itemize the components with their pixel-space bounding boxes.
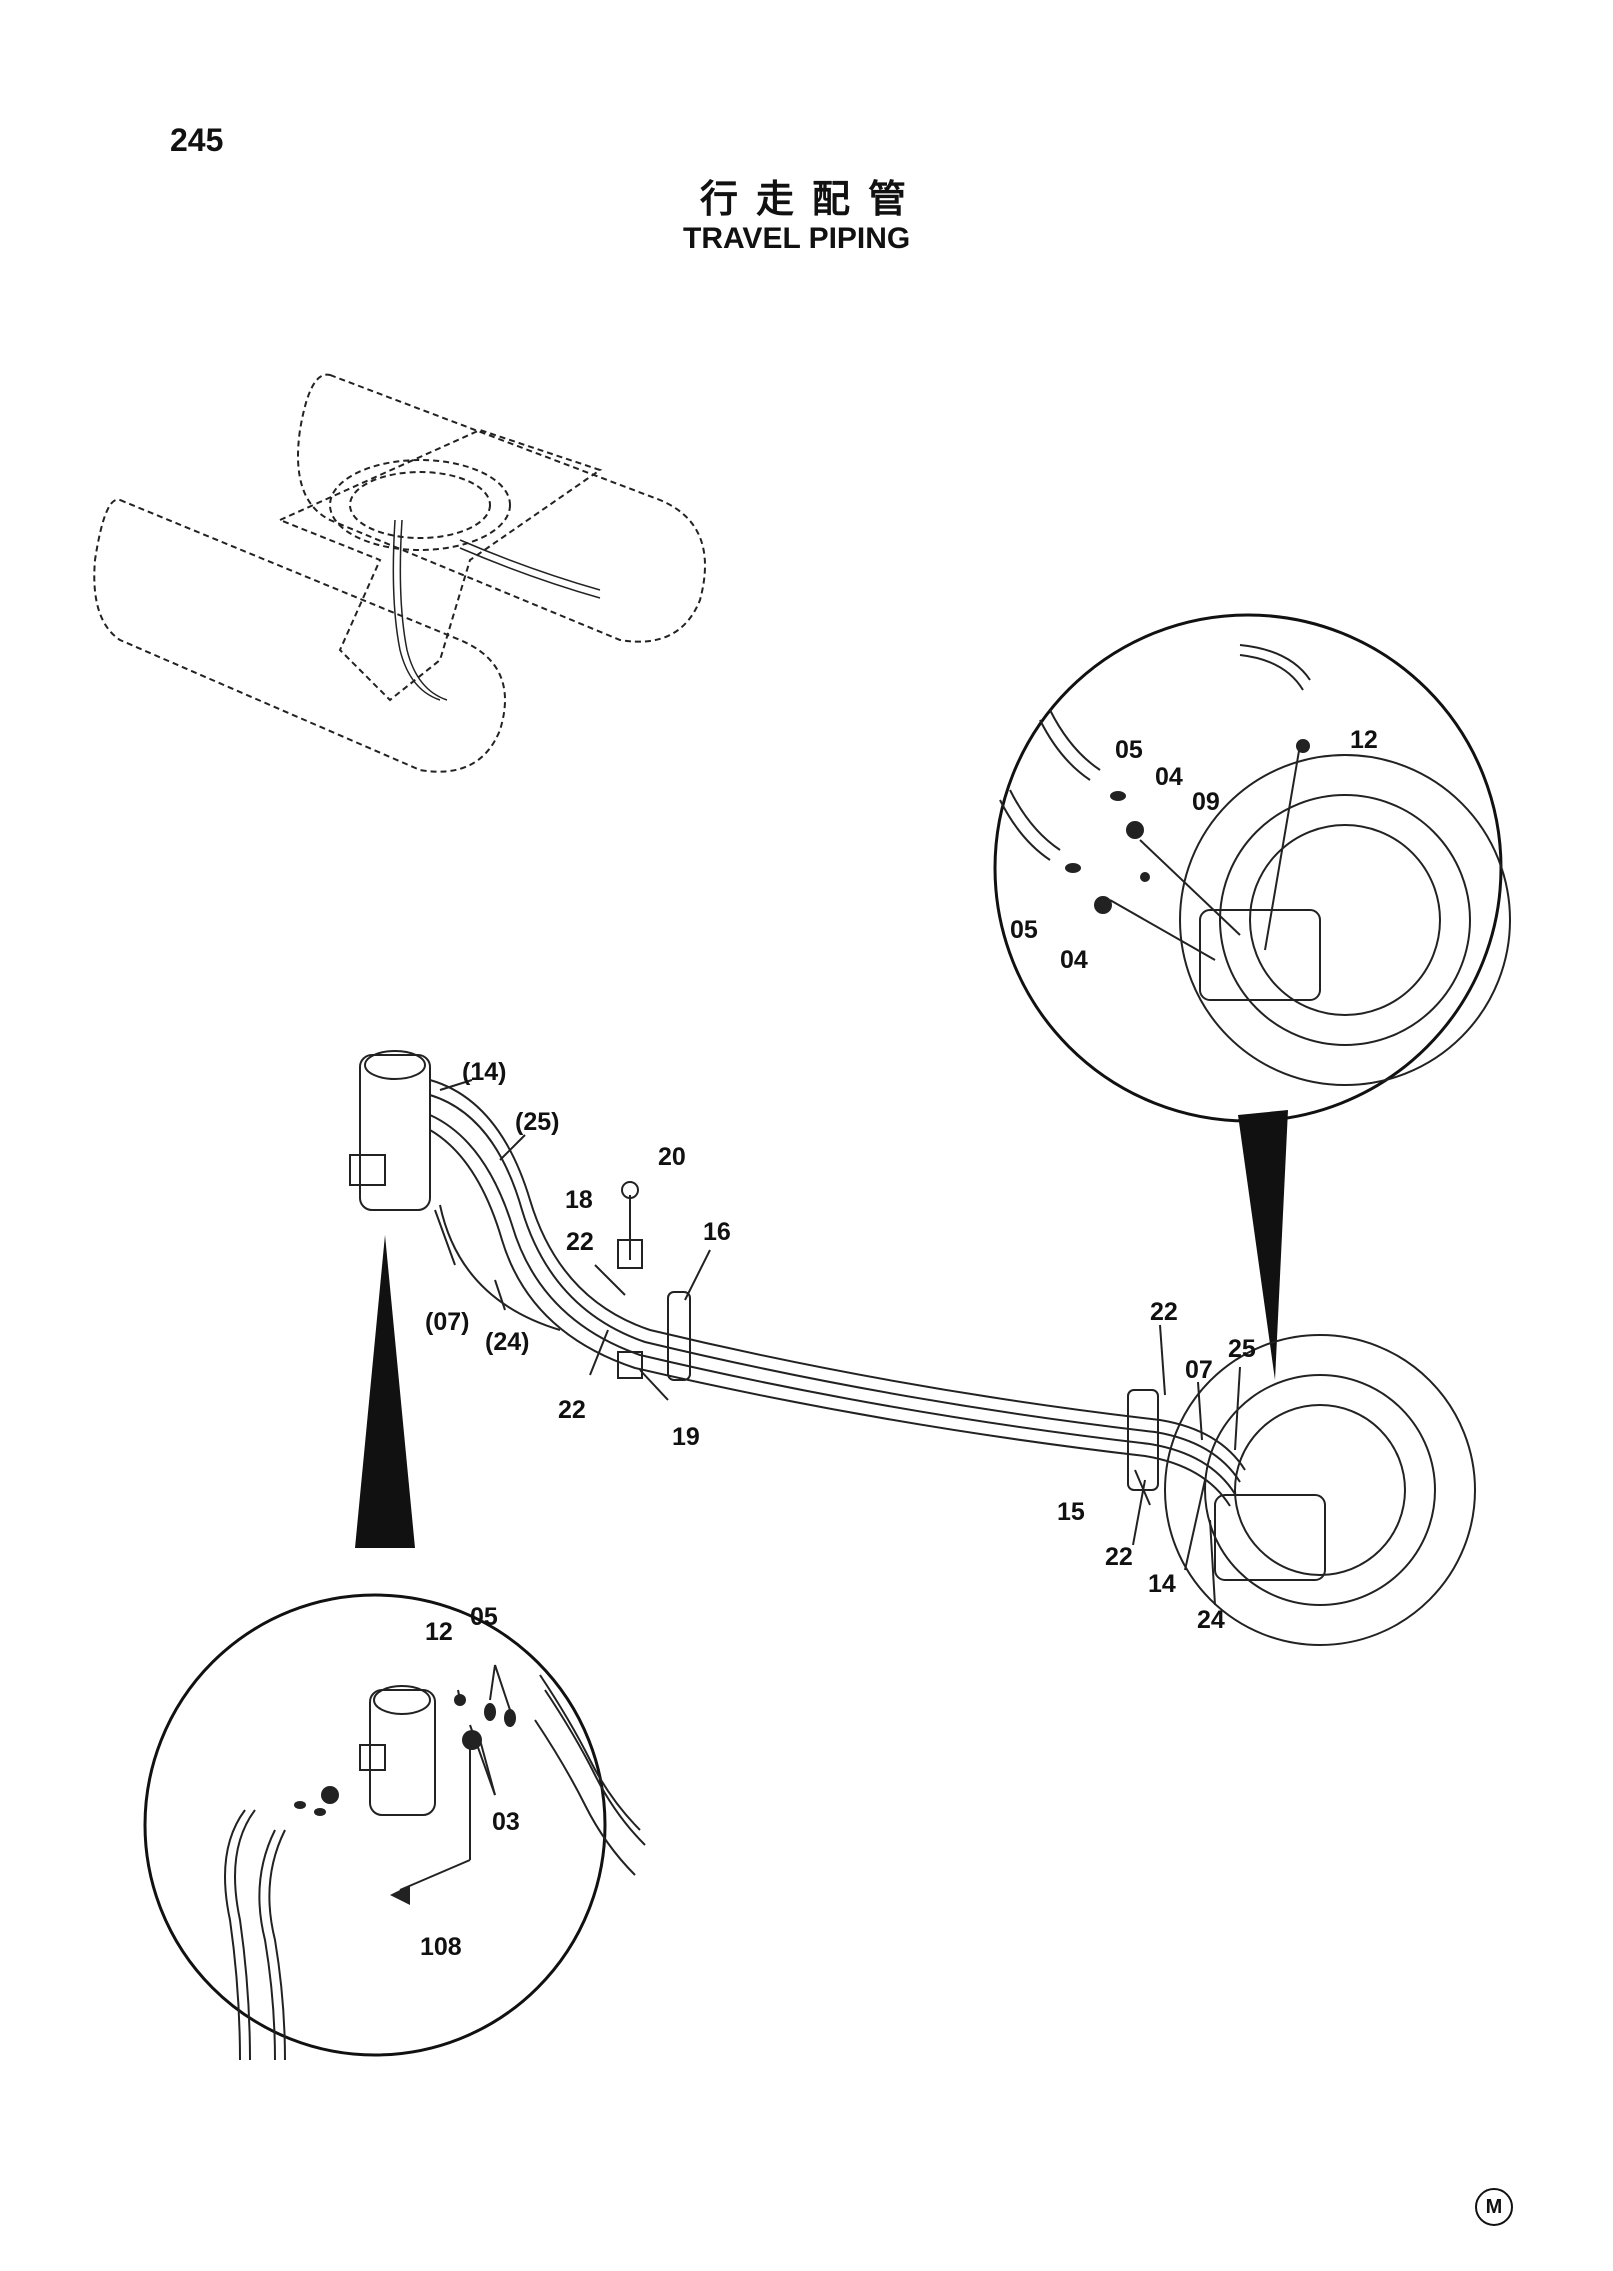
page-title-english: TRAVEL PIPING xyxy=(683,222,911,255)
callout-bl-12: 12 xyxy=(425,1618,453,1646)
callout-19: 19 xyxy=(672,1423,700,1451)
callout-tr-05b: 05 xyxy=(1010,916,1038,944)
callout-tr-09: 09 xyxy=(1192,788,1220,816)
callout-24-ref: (24) xyxy=(485,1328,529,1356)
callout-14: 14 xyxy=(1148,1570,1176,1598)
main-piping-assembly xyxy=(349,1050,1476,1646)
overview-piping xyxy=(392,519,601,701)
callout-tr-12: 12 xyxy=(1350,726,1378,754)
callout-tr-04a: 04 xyxy=(1155,763,1183,791)
detail-circle-center-joint: 12 05 03 108 xyxy=(143,1593,646,2061)
callout-25-ref: (25) xyxy=(515,1108,559,1136)
main-callouts: (14) (25) (07) (24) 20 18 22 16 22 19 22… xyxy=(425,1058,1256,1634)
callout-16: 16 xyxy=(703,1218,731,1246)
callout-07-ref: (07) xyxy=(425,1308,469,1336)
callout-22-lower-left: 22 xyxy=(558,1396,586,1424)
callout-20: 20 xyxy=(658,1143,686,1171)
callout-22-right-lower: 22 xyxy=(1105,1543,1133,1571)
pointer-wedge-left xyxy=(355,1235,415,1548)
callout-bl-03: 03 xyxy=(492,1808,520,1836)
callout-07: 07 xyxy=(1185,1356,1213,1384)
page-number: 245 xyxy=(170,122,224,158)
callout-22-right-upper: 22 xyxy=(1150,1298,1178,1326)
callout-tr-04b: 04 xyxy=(1060,946,1088,974)
callout-22-upper-left: 22 xyxy=(566,1228,594,1256)
page-title-japanese: 行走配管 xyxy=(700,177,925,221)
callout-bl-108: 108 xyxy=(420,1933,462,1961)
callout-24: 24 xyxy=(1197,1606,1225,1634)
callout-bl-05: 05 xyxy=(470,1603,498,1631)
undercarriage-overview xyxy=(93,373,706,773)
callout-tr-05a: 05 xyxy=(1115,736,1143,764)
pointer-wedge-right xyxy=(1238,1110,1288,1380)
detail-circle-travel-motor: 12 05 04 09 05 04 xyxy=(993,613,1511,1123)
callout-25: 25 xyxy=(1228,1335,1256,1363)
callout-14-ref: (14) xyxy=(462,1058,506,1086)
callout-15: 15 xyxy=(1057,1498,1085,1526)
corner-mark-badge: M xyxy=(1475,2188,1513,2226)
callout-18: 18 xyxy=(565,1186,593,1214)
